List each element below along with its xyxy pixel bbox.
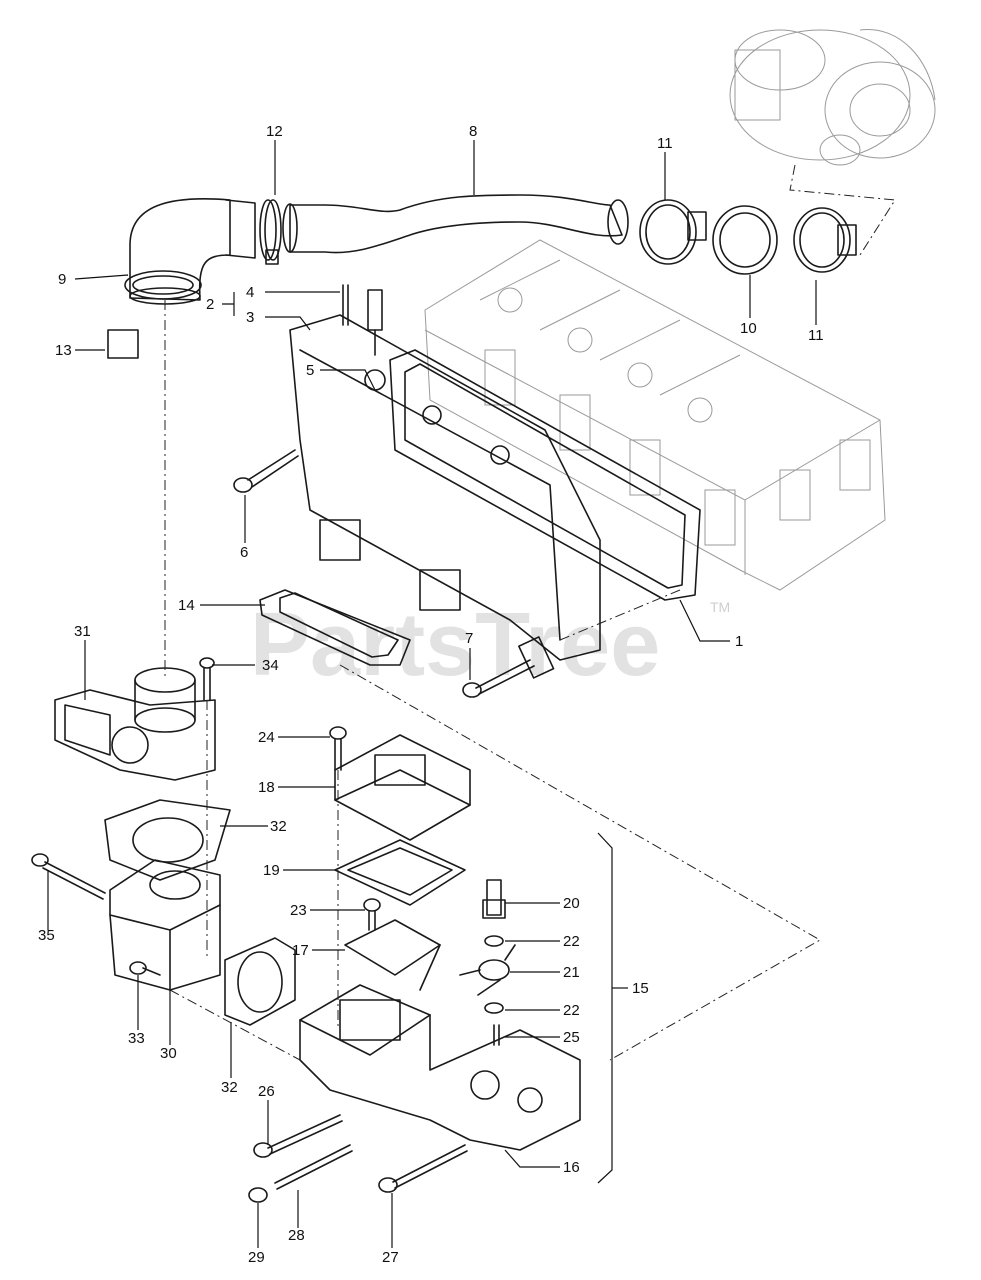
- callout-22: 22: [563, 1002, 580, 1019]
- clamp-11a: [639, 199, 707, 265]
- gasket-19: [334, 839, 466, 906]
- bolt-28: [274, 1144, 353, 1190]
- bolt-27: [378, 1144, 468, 1193]
- callout-6: 6: [240, 544, 248, 561]
- leader-lines: [47, 140, 817, 1248]
- washer-29: [248, 1187, 268, 1203]
- throttle-body-31: [54, 667, 216, 781]
- callout-5: 5: [306, 362, 314, 379]
- callout-11: 11: [657, 135, 673, 152]
- gasket-32b: [224, 937, 296, 1026]
- callout-11: 11: [808, 327, 824, 344]
- callout-33: 33: [128, 1030, 145, 1047]
- bolt-24: [329, 726, 347, 771]
- turbocharger-ghost: [729, 29, 936, 166]
- callout-14: 14: [178, 597, 195, 614]
- callout-10: 10: [740, 320, 757, 337]
- callout-7: 7: [465, 630, 473, 647]
- alignment-line-gasket: [169, 989, 301, 1061]
- watermark-text: PartsTree: [250, 595, 660, 695]
- reed-valve-17: [344, 919, 441, 991]
- clamp-13: [107, 270, 202, 359]
- hose-sleeve-10: [712, 205, 778, 275]
- callout-23: 23: [290, 902, 307, 919]
- callout-34: 34: [262, 657, 279, 674]
- cover-18: [334, 734, 471, 841]
- callout-32: 32: [221, 1079, 238, 1096]
- callouts: 12 8 11 9 10 11 13 5 4 2 3 6 14 1 31 34 …: [38, 123, 824, 1266]
- bolt-26: [253, 1114, 343, 1158]
- bolt-33: [129, 961, 161, 976]
- gasket-32a: [104, 799, 231, 881]
- callout-17: 17: [292, 942, 309, 959]
- cylinder-head-ghost: [424, 239, 886, 591]
- callout-29: 29: [248, 1249, 265, 1266]
- callout-3: 3: [246, 309, 254, 326]
- bolt-34: [199, 657, 215, 701]
- callout-15: 15: [632, 980, 649, 997]
- callout-19: 19: [263, 862, 280, 879]
- callout-32: 32: [270, 818, 287, 835]
- callout-12: 12: [266, 123, 283, 140]
- sensor-5: [367, 289, 383, 356]
- bolt-35: [31, 853, 106, 900]
- clamp-12: [259, 199, 282, 265]
- bracket-15: [597, 832, 613, 1184]
- bolt-6: [233, 449, 299, 493]
- banjo-21: [459, 944, 516, 996]
- callout-22: 22: [563, 933, 580, 950]
- washer-22b: [484, 1002, 504, 1014]
- bolt-23: [363, 898, 381, 931]
- fitting-20: [482, 879, 506, 919]
- callout-24: 24: [258, 729, 275, 746]
- housing-16: [299, 984, 581, 1151]
- alignment-line-housing: [339, 664, 822, 1061]
- gasket-1: [389, 349, 701, 601]
- callout-28: 28: [288, 1227, 305, 1244]
- callout-35: 35: [38, 927, 55, 944]
- callout-9: 9: [58, 271, 66, 288]
- callout-16: 16: [563, 1159, 580, 1176]
- turbo-link-line: [789, 164, 896, 256]
- clamp-11b: [793, 207, 857, 273]
- callout-20: 20: [563, 895, 580, 912]
- callout-2: 2: [206, 296, 214, 313]
- callout-26: 26: [258, 1083, 275, 1100]
- adapter-30: [109, 859, 221, 991]
- elbow-hose-9: [129, 198, 256, 305]
- callout-18: 18: [258, 779, 275, 796]
- callout-31: 31: [74, 623, 91, 640]
- callout-1: 1: [735, 633, 743, 650]
- watermark-tm: TM: [710, 599, 730, 615]
- callout-21: 21: [563, 964, 580, 981]
- callout-30: 30: [160, 1045, 177, 1062]
- callout-8: 8: [469, 123, 477, 140]
- callout-13: 13: [55, 342, 72, 359]
- washer-22a: [484, 935, 504, 947]
- callout-4: 4: [246, 284, 254, 301]
- intake-manifold-3: [289, 314, 601, 661]
- callout-25: 25: [563, 1029, 580, 1046]
- gasket-14: [259, 589, 411, 666]
- callout-27: 27: [382, 1249, 399, 1266]
- alignment-line-manifold: [559, 589, 681, 641]
- bolt-7: [462, 636, 555, 698]
- stud-4: [342, 284, 349, 326]
- hose-8: [282, 194, 629, 254]
